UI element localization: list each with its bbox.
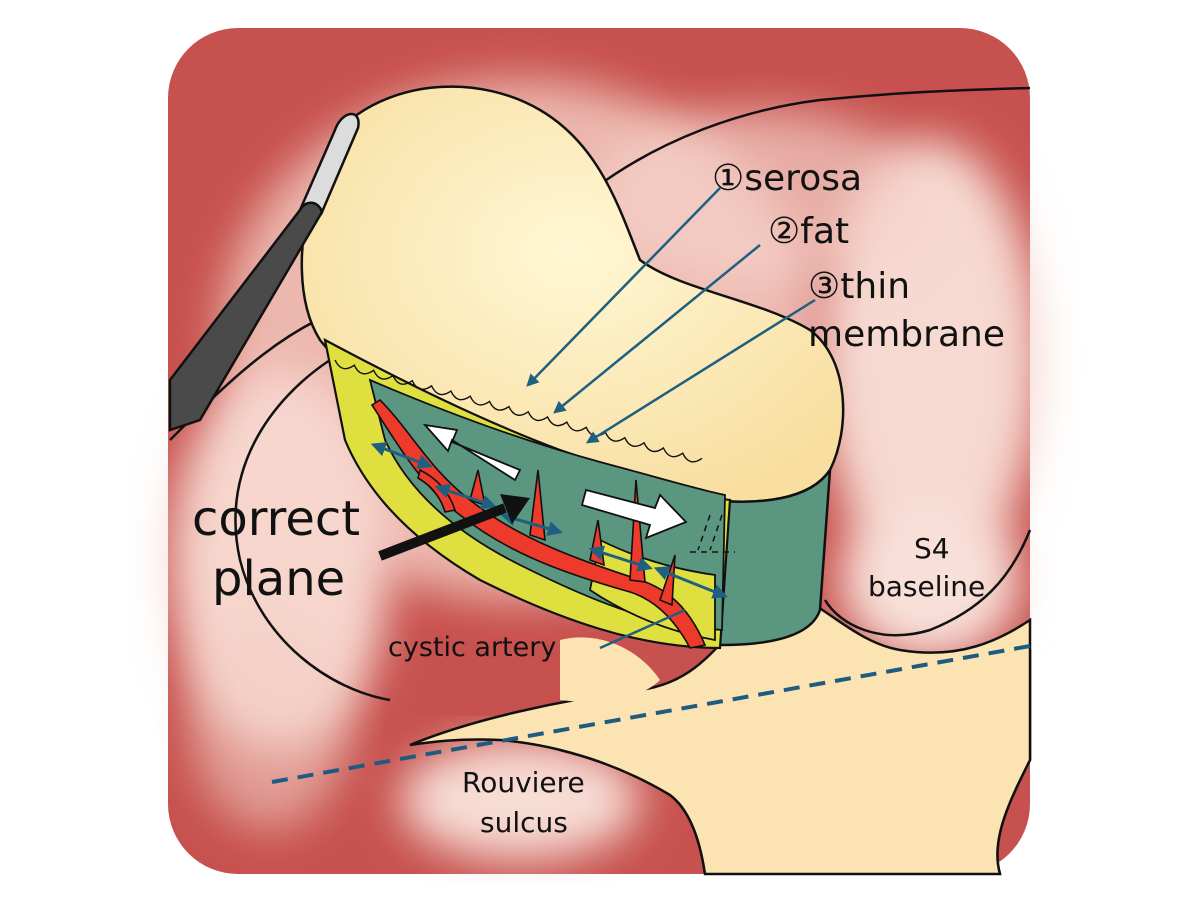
s4-baseline-label-line2: baseline [868, 570, 985, 603]
cystic-artery-label: cystic artery [388, 632, 556, 663]
blue-double-arrow [370, 442, 433, 469]
grasper-instrument [168, 112, 360, 432]
s4-baseline-label-line1: S4 [914, 532, 950, 565]
blue-double-arrow [653, 566, 728, 599]
dissection-arrow-right [580, 488, 688, 540]
serosa-pointer [526, 187, 721, 387]
blue-double-arrow [500, 511, 563, 536]
membrane-pointer [585, 298, 816, 444]
thin-membrane-label-line2: membrane [808, 314, 1005, 355]
rouviere-sulcus-label-line1: Rouviere [462, 766, 585, 799]
blue-double-arrow [434, 483, 497, 510]
black-pointer-arrow [378, 494, 530, 561]
dissection-arrows [422, 423, 688, 540]
correct-plane-label-line2: plane [212, 551, 345, 607]
labels: ①serosa ②fat ③thin membrane correct plan… [192, 158, 1005, 839]
dissection-arrow-left [422, 423, 522, 482]
neck-marks [690, 514, 735, 553]
blue-double-arrow [588, 545, 653, 572]
fat-label: ②fat [768, 211, 849, 252]
blue-double-arrows [370, 442, 728, 599]
fat-pointer [553, 244, 761, 414]
layer-pointers [526, 187, 816, 650]
serosa-label: ①serosa [712, 158, 862, 199]
hilar-region [409, 591, 1032, 876]
thin-membrane-label-line1: ③thin [808, 266, 910, 307]
cystic-artery-pointer [599, 608, 686, 650]
rouviere-sulcus-label-line2: sulcus [480, 806, 568, 839]
correct-plane-label-line1: correct [192, 491, 360, 547]
